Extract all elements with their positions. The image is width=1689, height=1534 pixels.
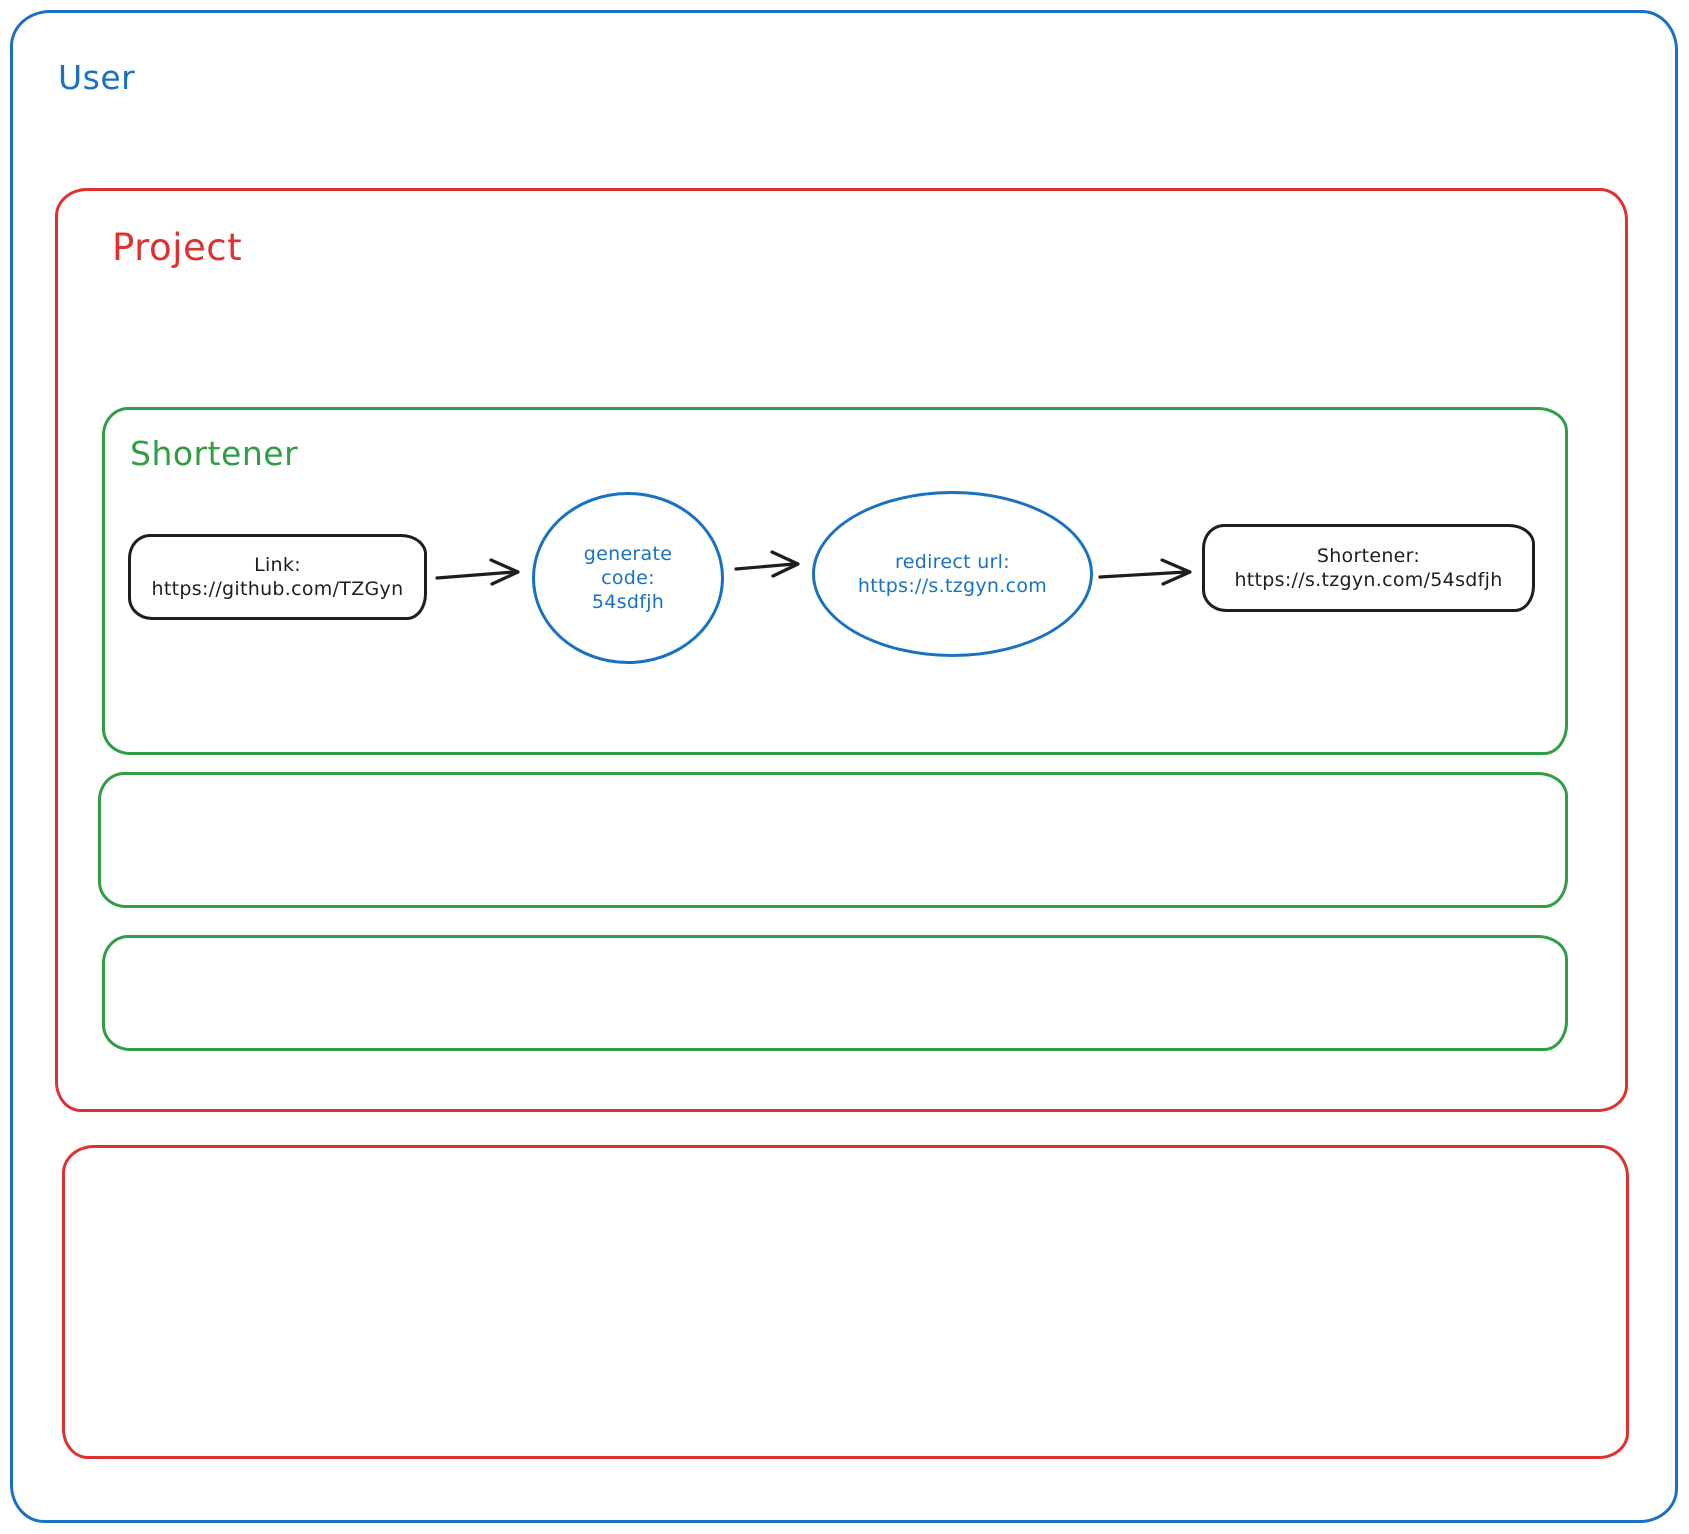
project-label: Project — [112, 226, 243, 269]
redirect-url-title: redirect url: — [895, 550, 1010, 573]
generate-code-value: 54sdfjh — [591, 591, 665, 614]
user-label: User — [58, 58, 136, 97]
shortener-result-node: Shortener: https://s.tzgyn.com/54sdfjh — [1202, 524, 1535, 612]
shortener-label: Shortener — [130, 434, 299, 473]
empty-red-section — [62, 1145, 1629, 1459]
shortener-result-title: Shortener: — [1316, 544, 1421, 567]
project-container — [55, 188, 1628, 1112]
generate-code-line2: code: — [601, 566, 655, 589]
shortener-container — [102, 407, 1568, 755]
redirect-url-value: https://s.tzgyn.com — [857, 575, 1048, 597]
link-node-title: Link: — [254, 553, 301, 576]
generate-code-line1: generate — [583, 542, 673, 565]
generate-code-node: generate code: 54sdfjh — [532, 492, 724, 664]
empty-green-section-1 — [98, 772, 1568, 908]
empty-green-section-2 — [102, 935, 1568, 1051]
redirect-url-node: redirect url: https://s.tzgyn.com — [812, 491, 1093, 657]
user-container — [10, 10, 1678, 1523]
link-node: Link: https://github.com/TZGyn — [128, 534, 427, 620]
shortener-result-url: https://s.tzgyn.com/54sdfjh — [1234, 569, 1503, 591]
link-node-url: https://github.com/TZGyn — [151, 578, 404, 600]
